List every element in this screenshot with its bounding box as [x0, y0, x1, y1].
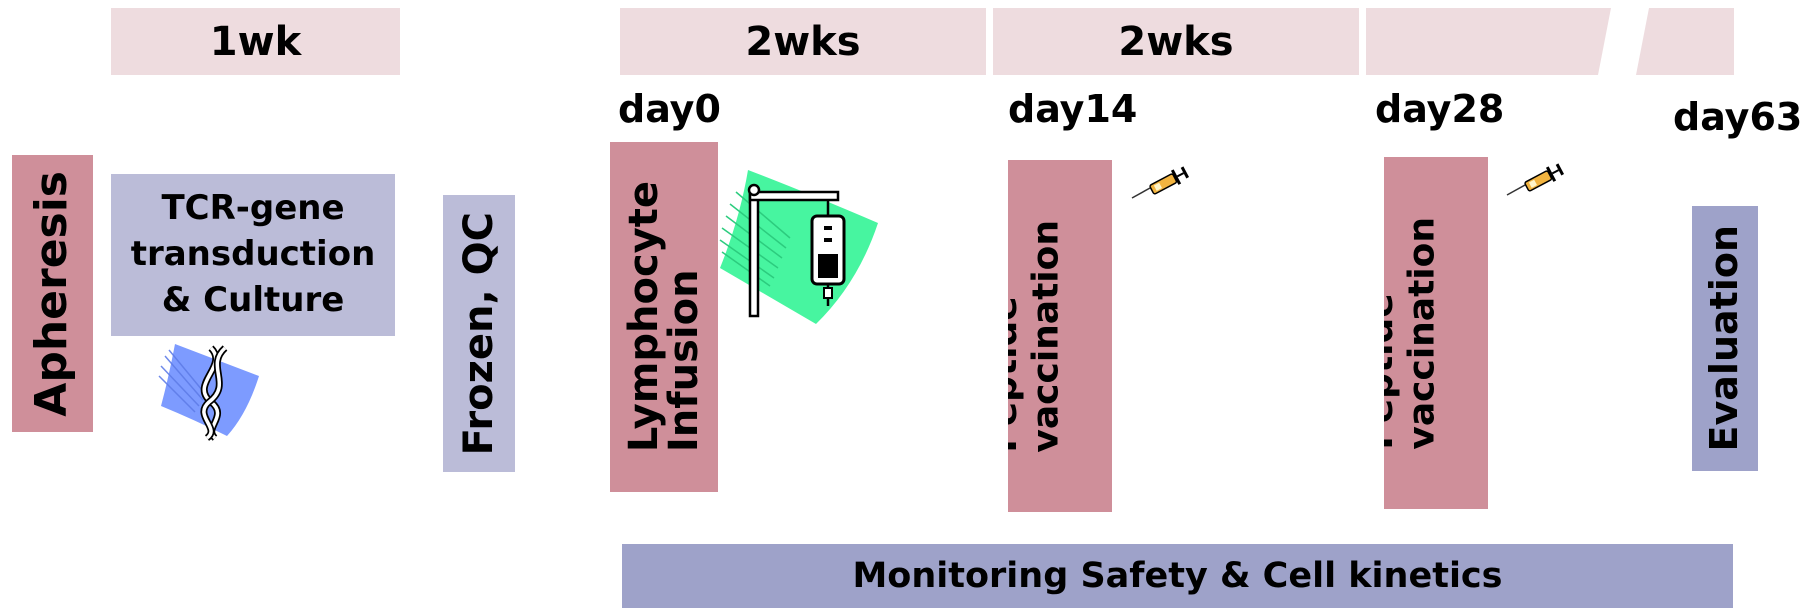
peptide2-line-1: Peptide: [1384, 293, 1401, 450]
syringe-icon: [1506, 163, 1565, 196]
period-2wks-a: 2wks: [620, 8, 986, 75]
evaluation-label: Evaluation: [1702, 225, 1747, 452]
day14-label: day14: [1008, 87, 1138, 131]
lymphocyte-infusion-box: Lymphocyte Infusion: [610, 142, 718, 492]
lymphocyte-infusion-label: Lymphocyte Infusion: [621, 181, 707, 453]
lymphocyte-line-2: Infusion: [661, 269, 707, 453]
day0-label: day0: [618, 87, 721, 131]
peptide2-line-2: vaccination: [1401, 216, 1442, 450]
tcr-culture-box: TCR-gene transduction & Culture: [111, 174, 395, 336]
apheresis-box: Apheresis: [12, 155, 93, 432]
period-band-broken: [1366, 8, 1611, 75]
tcr-line-1: TCR-gene: [161, 188, 345, 229]
syringe-icon: [1131, 166, 1190, 199]
period-1wk: 1wk: [111, 8, 400, 75]
frozen-qc-box: Frozen, QC: [443, 195, 515, 472]
period-band-end: [1636, 8, 1734, 75]
monitoring-bar: Monitoring Safety & Cell kinetics: [622, 544, 1733, 608]
peptide-vaccination-box-2: Peptide vaccination: [1384, 157, 1488, 509]
peptide1-line-1: Peptide: [1008, 296, 1025, 453]
tcr-line-2: transduction: [130, 234, 376, 275]
peptide-vaccination-label-2: Peptide vaccination: [1384, 217, 1488, 450]
period-2wks-b: 2wks: [993, 8, 1359, 75]
peptide-vaccination-label-1: Peptide vaccination: [1008, 220, 1112, 453]
iv-drip-icon: [719, 170, 878, 324]
day63-label: day63: [1673, 95, 1803, 139]
dna-icon: [158, 344, 259, 441]
evaluation-box: Evaluation: [1692, 206, 1758, 471]
tcr-line-3: & Culture: [161, 279, 345, 320]
peptide-vaccination-box-1: Peptide vaccination: [1008, 160, 1112, 512]
frozen-qc-label: Frozen, QC: [456, 211, 502, 456]
apheresis-label: Apheresis: [26, 170, 78, 417]
peptide1-line-2: vaccination: [1025, 219, 1066, 453]
day28-label: day28: [1375, 87, 1505, 131]
lymphocyte-line-1: Lymphocyte: [621, 181, 667, 453]
